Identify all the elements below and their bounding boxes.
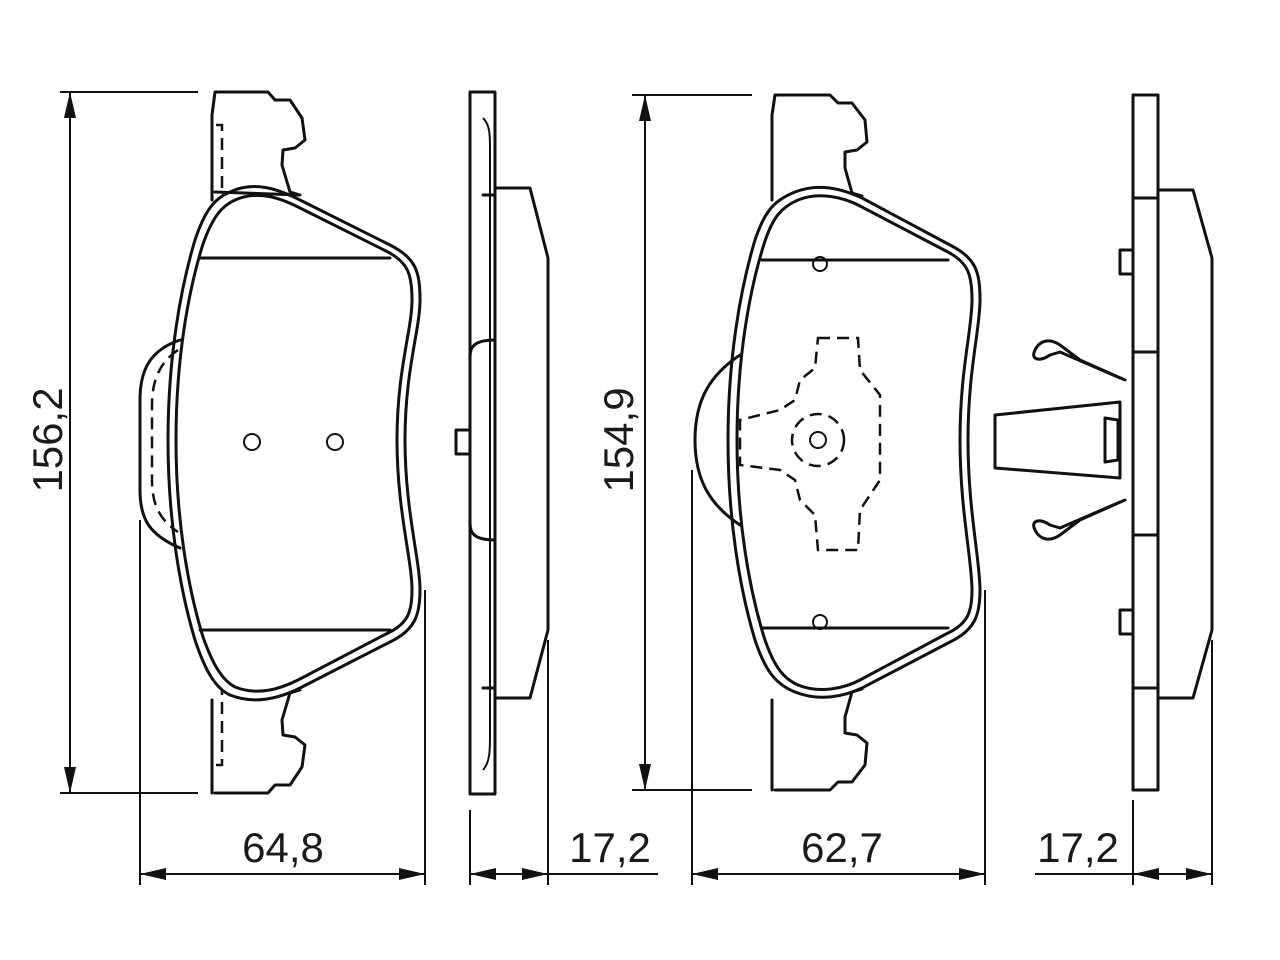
pad2-width-label: 62,7 (801, 824, 883, 871)
pad1-front-view (138, 90, 422, 795)
pad2-thickness-label: 17,2 (1037, 824, 1119, 871)
pad1-thickness-label: 17,2 (569, 824, 651, 871)
pad1-side-view (454, 90, 550, 796)
dimension-lines (60, 91, 1213, 885)
pad1-width-label: 64,8 (242, 824, 324, 871)
pad2-front-view (693, 93, 982, 792)
pad2-side-view (993, 93, 1214, 792)
pad2-height-label: 154,9 (595, 387, 642, 492)
pad1-height-label: 156,2 (24, 387, 71, 492)
